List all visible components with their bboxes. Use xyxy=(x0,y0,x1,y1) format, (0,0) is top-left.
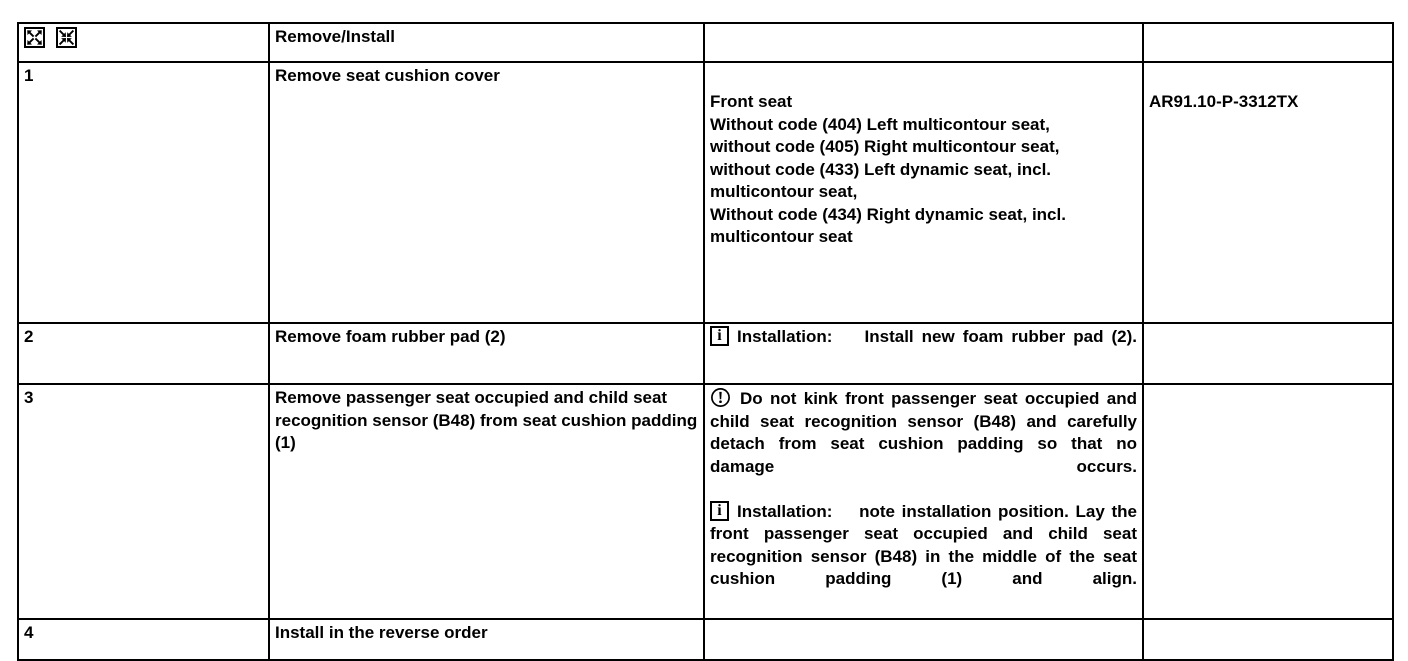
info-icon: i xyxy=(710,326,729,346)
row-reference: AR91.10-P-3312TX xyxy=(1142,61,1394,324)
table-row: 4 Install in the reverse order xyxy=(17,618,1394,661)
row-task: Install in the reverse order xyxy=(268,618,705,661)
row-reference xyxy=(1142,618,1394,661)
caution-exclamation-icon xyxy=(710,387,731,408)
table-row: 3 Remove passenger seat occupied and chi… xyxy=(17,383,1394,620)
row-note: i Installation: Install new foam rubber p… xyxy=(703,322,1144,385)
header-ref-cell xyxy=(1142,22,1394,63)
note-body: note installation position. Lay the fron… xyxy=(710,501,1137,589)
reference-number[interactable]: AR91.10-P-3312TX xyxy=(1149,92,1299,111)
row-task: Remove passenger seat occupied and child… xyxy=(268,383,705,620)
caution-text: Do not kink front passenger seat occupie… xyxy=(710,389,1137,476)
note-line: multicontour seat, xyxy=(710,182,858,201)
installation-note: i Installation: note installation positio… xyxy=(710,500,1137,614)
header-task-cell: Remove/Install xyxy=(268,22,705,63)
collapse-icon[interactable] xyxy=(56,27,77,48)
table-row: 1 Remove seat cushion cover Front seat W… xyxy=(17,61,1394,324)
row-note: Do not kink front passenger seat occupie… xyxy=(703,383,1144,620)
row-task: Remove foam rubber pad (2) xyxy=(268,322,705,385)
info-icon: i xyxy=(710,500,729,521)
note-line: Front seat xyxy=(710,92,793,111)
procedure-table: Remove/Install 1 Remove seat cushion cov… xyxy=(17,22,1394,661)
note-line: Without code (434) Right dynamic seat, i… xyxy=(710,204,1066,224)
note-line: multicontour seat xyxy=(710,227,853,246)
header-icon-group xyxy=(24,26,263,48)
note-body: Install new foam rubber pad (2). xyxy=(864,327,1137,346)
table-header-row: Remove/Install xyxy=(17,22,1394,63)
table-row: 2 Remove foam rubber pad (2) i Installati… xyxy=(17,322,1394,385)
note-prefix: Installation: xyxy=(737,501,833,521)
row-reference xyxy=(1142,383,1394,620)
row-task: Remove seat cushion cover xyxy=(268,61,705,324)
page-root: Remove/Install 1 Remove seat cushion cov… xyxy=(17,22,1394,661)
header-icons-cell xyxy=(17,22,270,63)
row-number: 4 xyxy=(17,618,270,661)
row-note xyxy=(703,618,1144,661)
note-line: Without code (404) Left multicontour sea… xyxy=(710,114,1050,134)
installation-note: i Installation: Install new foam rubber p… xyxy=(710,326,1137,371)
row-reference xyxy=(1142,322,1394,385)
row-number: 3 xyxy=(17,383,270,620)
header-note-cell xyxy=(703,22,1144,63)
note-prefix: Installation: xyxy=(737,327,833,346)
row-number: 2 xyxy=(17,322,270,385)
note-line: without code (433) Left dynamic seat, in… xyxy=(710,159,1052,179)
row-note: Front seat Without code (404) Left multi… xyxy=(703,61,1144,324)
caution-note: Do not kink front passenger seat occupie… xyxy=(710,387,1137,501)
note-line: without code (405) Right multicontour se… xyxy=(710,137,1060,156)
header-task-label: Remove/Install xyxy=(275,27,395,46)
row-number: 1 xyxy=(17,61,270,324)
expand-icon[interactable] xyxy=(24,27,45,48)
